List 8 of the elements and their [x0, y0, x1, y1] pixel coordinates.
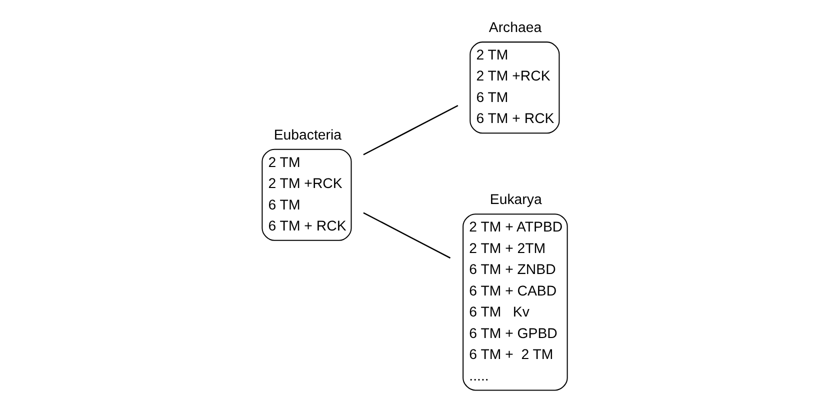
- node-label: Archaea: [488, 20, 542, 36]
- connector: [363, 212, 451, 259]
- node-box: 2 TM 2 TM +RCK 6 TM 6 TM + RCK: [470, 42, 560, 134]
- node-label: Eukarya: [490, 192, 542, 208]
- connector: [363, 104, 458, 156]
- node-label: Eubacteria: [274, 127, 342, 144]
- node-box: 2 TM 2 TM +RCK 6 TM 6 TM + RCK: [262, 148, 352, 241]
- node-box: 2 TM + ATPBD 2 TM + 2TM 6 TM + ZNBD 6 TM + CABD 6 TM Kv 6 TM + GPBD 6 TM + 2 TM .....: [462, 214, 568, 391]
